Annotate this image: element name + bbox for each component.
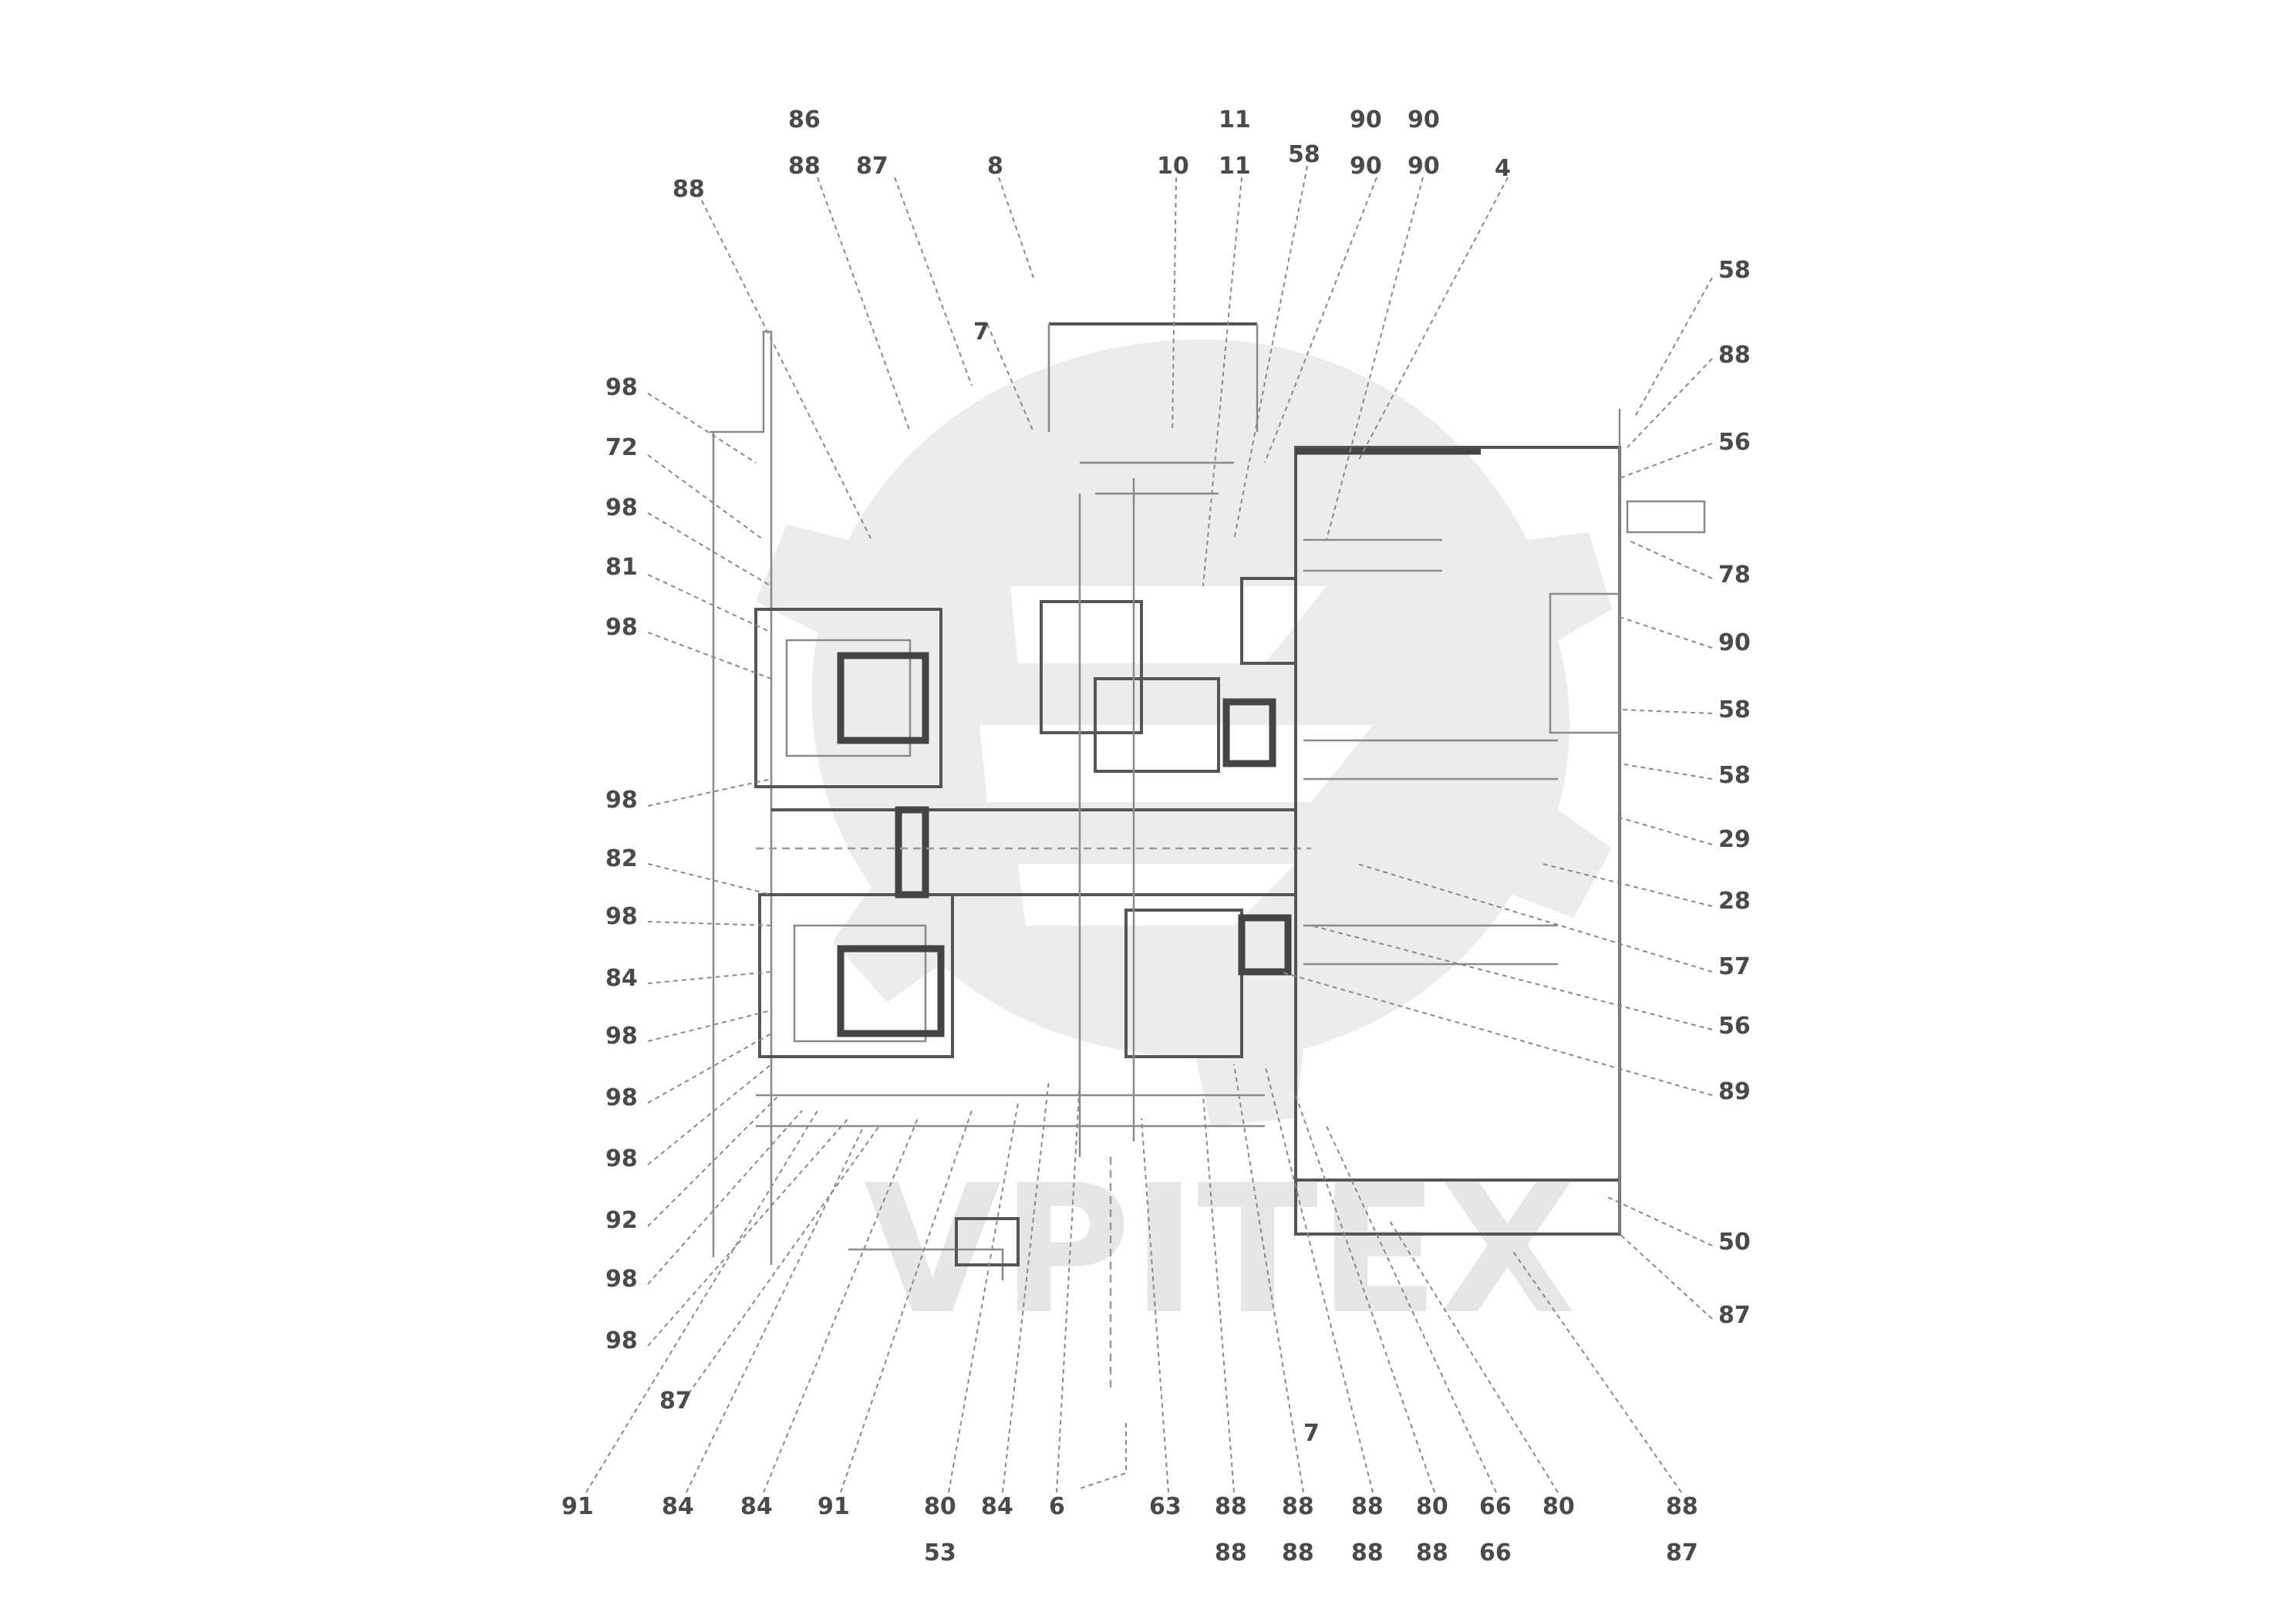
- label-right-3: 56: [1718, 429, 1751, 456]
- label-right-1: 58: [1718, 257, 1751, 284]
- label-top-4: 87: [856, 153, 888, 180]
- right-inner-rail-mid: [1303, 739, 1558, 781]
- label-right-6: 58: [1718, 696, 1751, 723]
- leader-lines: [585, 165, 1713, 1493]
- label-left-2: 72: [605, 434, 638, 461]
- label-top-10: 90: [1350, 106, 1382, 133]
- label-bottom-21: 88: [1666, 1493, 1698, 1520]
- label-left-12: 98: [605, 1145, 638, 1172]
- center-key: [1222, 698, 1276, 767]
- label-bottom-10: 88: [1215, 1493, 1247, 1520]
- center-lower-key: [1238, 914, 1292, 976]
- label-bottom-15: 88: [1351, 1539, 1384, 1566]
- lower-bracket: [848, 1248, 1004, 1280]
- label-bottom-13: 88: [1282, 1539, 1314, 1566]
- callout-labels: 86 88 88 87 8 10 11 11 58 90 90 90 90 4 …: [561, 106, 1751, 1566]
- label-left-15: 98: [605, 1327, 638, 1354]
- label-bottom-23: 7: [1303, 1420, 1320, 1447]
- label-top-11: 90: [1350, 153, 1382, 180]
- label-bottom-6: 53: [924, 1539, 956, 1566]
- label-bottom-5: 80: [924, 1493, 956, 1520]
- label-bottom-16: 80: [1416, 1493, 1448, 1520]
- label-bottom-1: 91: [561, 1493, 594, 1520]
- label-left-13: 92: [605, 1207, 638, 1234]
- label-left-9: 84: [605, 965, 638, 992]
- lower-bearing-inner: [793, 924, 927, 1043]
- label-top-8: 11: [1219, 153, 1251, 180]
- right-inner-rail-lower: [1303, 924, 1558, 966]
- label-left-14: 98: [605, 1266, 638, 1293]
- label-left-7: 82: [605, 845, 638, 872]
- label-top-6: 10: [1157, 153, 1189, 180]
- main-shaft: [771, 808, 1296, 896]
- center-mid-gear: [1094, 677, 1220, 773]
- top-flange: [1080, 461, 1234, 495]
- lower-rails: [756, 1094, 1265, 1128]
- label-left-8: 98: [605, 903, 638, 930]
- label-bottom-11: 88: [1215, 1539, 1247, 1566]
- right-port-block: [1240, 577, 1297, 665]
- label-bottom-9: 63: [1149, 1493, 1182, 1520]
- label-bottom-4: 91: [818, 1493, 850, 1520]
- center-verticals: [1078, 478, 1135, 1157]
- label-right-9: 28: [1718, 888, 1751, 915]
- label-left-16: 87: [659, 1388, 692, 1415]
- label-right-2: 88: [1718, 342, 1751, 369]
- housing-left-wall: [710, 330, 773, 1265]
- upper-bearing-block: [754, 608, 942, 788]
- label-bottom-8: 6: [1049, 1493, 1065, 1520]
- assembly-drawing: [710, 322, 1706, 1388]
- label-top-3: 88: [673, 176, 705, 203]
- upper-bearing-core: [837, 652, 929, 744]
- label-bottom-2: 84: [662, 1493, 694, 1520]
- label-bottom-18: 66: [1479, 1493, 1512, 1520]
- label-bottom-19: 66: [1479, 1539, 1512, 1566]
- label-top-14: 4: [1495, 155, 1511, 182]
- label-right-8: 29: [1718, 826, 1751, 853]
- label-left-10: 98: [605, 1023, 638, 1050]
- label-top-15: 7: [973, 319, 990, 346]
- label-bottom-14: 88: [1351, 1493, 1384, 1520]
- label-top-2: 88: [788, 153, 821, 180]
- label-top-12: 90: [1408, 106, 1440, 133]
- label-left-11: 98: [605, 1084, 638, 1111]
- label-right-12: 89: [1718, 1078, 1751, 1105]
- label-right-5: 90: [1718, 629, 1751, 656]
- label-right-11: 56: [1718, 1013, 1751, 1040]
- label-left-5: 98: [605, 614, 638, 641]
- shaft-collar: [895, 806, 929, 899]
- label-right-4: 78: [1718, 561, 1751, 588]
- label-top-5: 8: [987, 153, 1003, 180]
- center-upper-gear: [1040, 600, 1143, 734]
- label-top-7: 11: [1219, 106, 1251, 133]
- label-left-6: 98: [605, 787, 638, 814]
- right-fitting: [1626, 500, 1706, 534]
- top-cover-sides: [1047, 324, 1259, 432]
- label-right-14: 87: [1718, 1302, 1751, 1329]
- lower-bearing-core: [837, 945, 945, 1037]
- label-left-3: 98: [605, 494, 638, 521]
- label-top-13: 90: [1408, 153, 1440, 180]
- label-bottom-12: 88: [1282, 1493, 1314, 1520]
- upper-bearing-inner: [785, 639, 912, 757]
- label-bottom-7: 84: [981, 1493, 1013, 1520]
- label-bottom-22: 87: [1666, 1539, 1698, 1566]
- label-right-7: 58: [1718, 762, 1751, 789]
- label-left-1: 98: [605, 374, 638, 401]
- lower-small-block: [955, 1217, 1020, 1266]
- label-bottom-20: 80: [1542, 1493, 1575, 1520]
- label-bottom-3: 84: [740, 1493, 773, 1520]
- label-right-13: 50: [1718, 1229, 1751, 1256]
- label-bottom-17: 88: [1416, 1539, 1448, 1566]
- label-top-1: 86: [788, 106, 821, 133]
- label-right-10: 57: [1718, 953, 1751, 980]
- label-left-4: 81: [605, 554, 638, 581]
- label-top-9: 58: [1288, 141, 1320, 168]
- center-lower-gear: [1124, 909, 1243, 1058]
